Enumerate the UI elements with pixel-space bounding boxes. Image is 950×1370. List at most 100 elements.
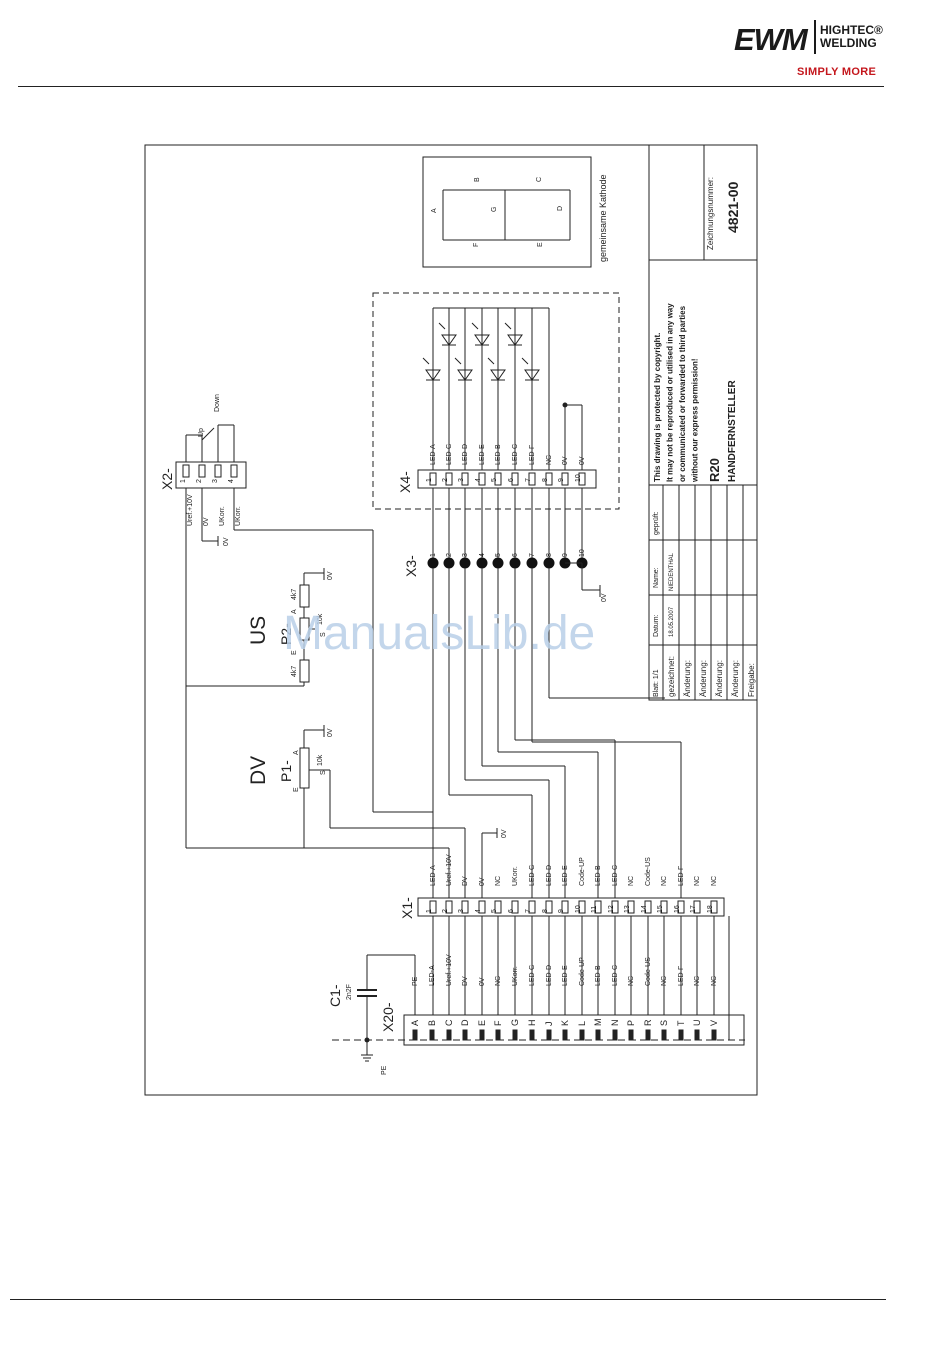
revision-row-label: Änderung: (699, 660, 708, 697)
watermark: ManualsLib.de (283, 607, 596, 660)
x2-ground: 0V (223, 537, 230, 546)
x20-pin (446, 1029, 452, 1041)
x2-up: Up (198, 428, 205, 437)
x2-pin-label: UKorr. (235, 506, 242, 526)
x20-pin (412, 1029, 418, 1041)
x20-pin-letter: J (544, 1022, 554, 1027)
led-diode (524, 369, 540, 381)
x1-pin-number: 7 (525, 909, 532, 913)
p2-potentiometer (186, 568, 325, 687)
x3-terminal (459, 557, 471, 569)
drawing-number-label: Zeichnungsnummer: (706, 177, 715, 250)
x1-pin-number: 17 (690, 905, 697, 913)
x20-pin-label: DV (462, 976, 469, 986)
x3-name: X3- (403, 555, 419, 577)
x3-terminal (443, 557, 455, 569)
revision-row-label: Änderung: (715, 660, 724, 697)
x20-pin-label: LED-B (595, 965, 602, 986)
logo-tagline: HIGHTEC® WELDING (820, 24, 883, 50)
x2-pin-number: 1 (180, 479, 187, 483)
x20-pin-label: NC (661, 976, 668, 986)
x1-name: X1- (399, 897, 415, 919)
x4-pin-label: 0V (562, 456, 569, 465)
x20-pin-label: Code-UP (579, 957, 586, 986)
x20-pin-label: LED-F (678, 966, 685, 986)
copyright-line: It may not be reproduced or utilised in … (666, 303, 675, 482)
x20-pin-letter: V (709, 1020, 719, 1026)
segment-label-g: G (491, 207, 498, 212)
x2-pin-label: 0V (203, 517, 210, 526)
x3-terminal (509, 557, 521, 569)
x4-pin-number: 1 (426, 478, 433, 482)
x3-terminal (526, 557, 538, 569)
revision-row-label: Freigabe: (747, 663, 756, 697)
x1-pin (561, 900, 569, 914)
x3-terminal (543, 557, 555, 569)
display-caption: gemeinsame Kathode (598, 174, 608, 262)
x20-pin-letter: A (410, 1020, 420, 1026)
logo-slogan: SIMPLY MORE (797, 66, 877, 78)
x2-pin-label: Uref.+10V (187, 494, 194, 526)
led-diode (457, 369, 473, 381)
x1-pin (461, 900, 469, 914)
x2-pin-label: UKorr. (219, 506, 226, 526)
led-board-outline (372, 292, 620, 510)
x2-pin-number: 4 (228, 479, 235, 483)
x1-pin-label: Uref.+10V (446, 854, 453, 886)
x3-pin-number: 4 (479, 553, 486, 557)
x1-pin-number: 1 (426, 909, 433, 913)
x1-pin-number: 3 (458, 909, 465, 913)
x4-pin (561, 472, 569, 486)
x4-pin (445, 472, 453, 486)
x20-pin-letter: L (577, 1021, 587, 1026)
x20-pin-letter: T (676, 1020, 686, 1026)
x4-pin-label: LED-B (495, 444, 502, 465)
x4-pin-number: 7 (525, 478, 532, 482)
x4-name: X4- (397, 471, 413, 493)
x1-pin (478, 900, 486, 914)
p2-res-bottom: 4k7 (291, 666, 298, 677)
x1-pin (445, 900, 453, 914)
x1-pin-label: 0V (479, 877, 486, 886)
p2-pot-value: 10k (317, 613, 324, 625)
x20-pin-letter: M (593, 1019, 603, 1027)
x20-pin-letter: R (643, 1019, 653, 1026)
title-block (648, 144, 758, 701)
logo-divider (814, 20, 816, 54)
c1-name: C1- (327, 984, 343, 1007)
x4-pin-label: LED-E (479, 444, 486, 465)
x2-body (175, 461, 247, 489)
x1-pin (594, 900, 602, 914)
x3-pin-number: 1 (430, 553, 437, 557)
x1-pin (693, 900, 701, 914)
seven-segment-display (422, 156, 592, 268)
x1-pin (627, 900, 635, 914)
x4-pin (429, 472, 437, 486)
x20-pin-label: Uref.+10V (446, 954, 453, 986)
x1-ground: 0V (501, 829, 508, 838)
x3-pin-number: 9 (562, 553, 569, 557)
x2-pin-number: 3 (212, 479, 219, 483)
x20-pin (479, 1029, 485, 1041)
drawn-name: NIEDENTHAL (669, 552, 675, 591)
p1-name: P1- (278, 760, 294, 782)
p1-pot-value: 10k (317, 754, 324, 766)
x1-pin-number: 8 (542, 909, 549, 913)
x20-pin-label: LED-G (529, 965, 536, 986)
x1-pin-label: LED-A (430, 865, 437, 886)
x4-pin-number: 6 (508, 478, 515, 482)
x1-pin-number: 16 (674, 905, 681, 913)
x20-pin (595, 1029, 601, 1041)
wiring (185, 568, 682, 898)
x4-pin-label: NC (546, 455, 553, 465)
x3-terminal (427, 557, 439, 569)
col-date-label: Datum: (653, 614, 660, 637)
x4-pin-number: 10 (575, 474, 582, 482)
x3-terminal (492, 557, 504, 569)
p2-section: US (247, 616, 270, 645)
x1-pin (429, 900, 437, 914)
x4-pin-number: 2 (442, 478, 449, 482)
drawing-number: 4821-00 (725, 181, 741, 233)
x20-pin (628, 1029, 634, 1041)
x1-pin-label: UKorr. (512, 866, 519, 886)
